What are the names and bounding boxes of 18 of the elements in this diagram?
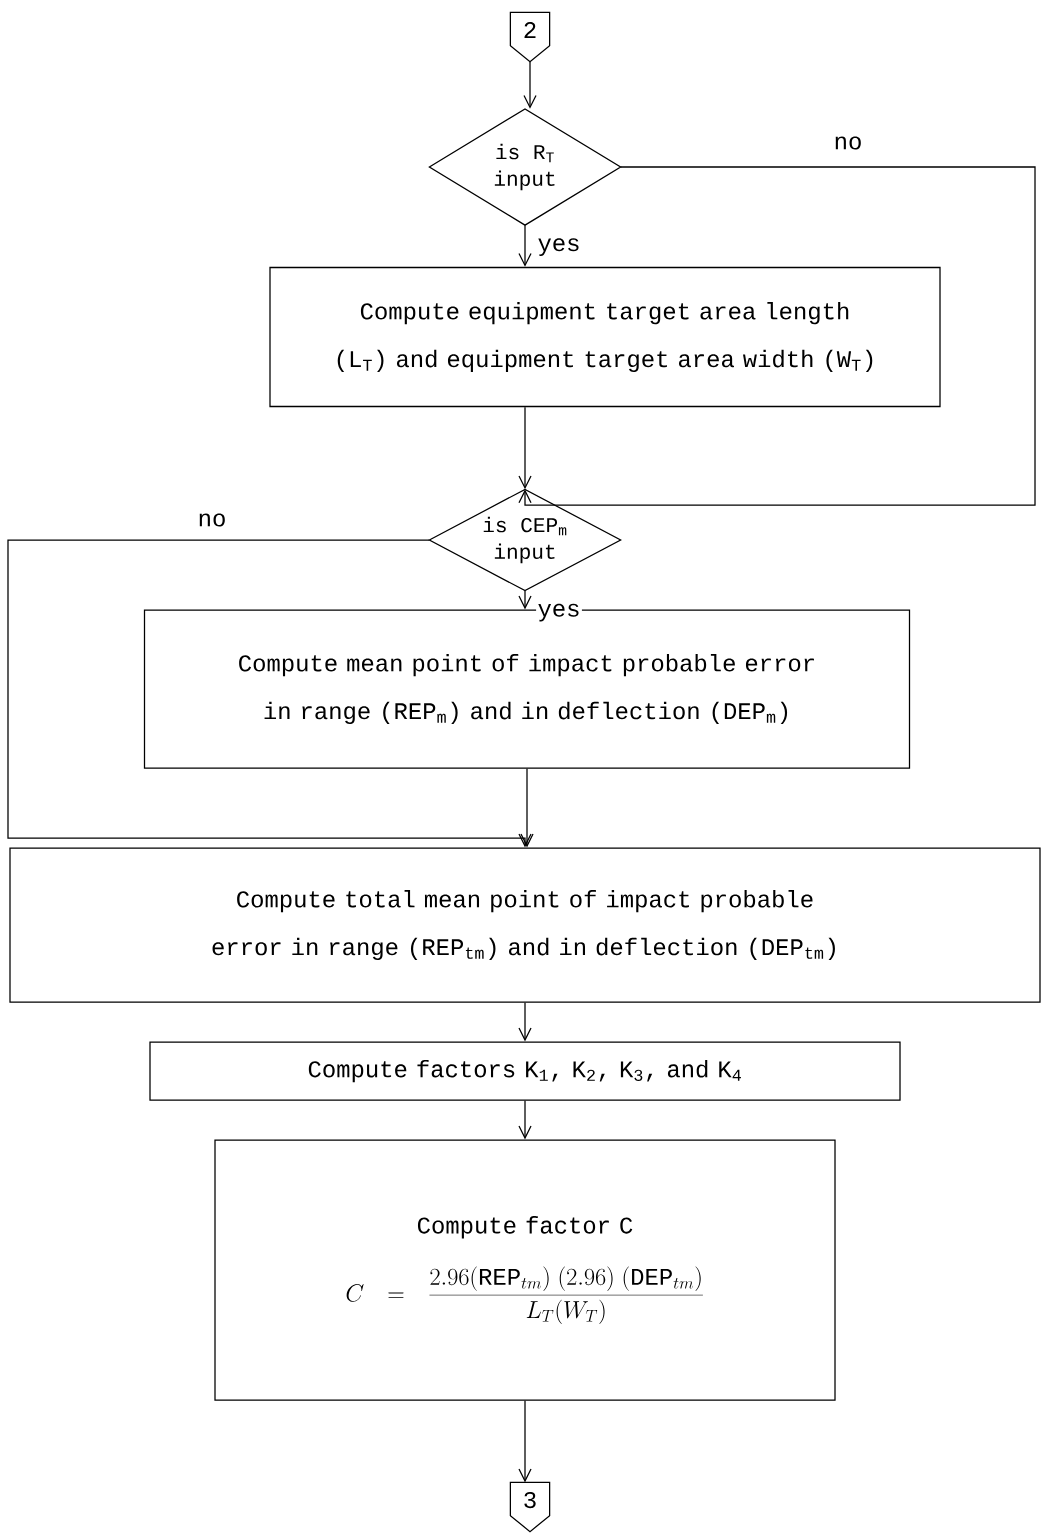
arrow <box>520 768 534 848</box>
process-box: Compute factor C $C = \frac{2.96(\mathrm{REP}_{tm})\;(2.96)\;(\mathrm{DEP}_{tm})}{L_T(W_T)}$ <box>214 1139 836 1401</box>
arrow <box>518 1100 532 1140</box>
arrow <box>518 1400 532 1483</box>
arrow <box>518 224 532 267</box>
edge-label: no <box>832 135 864 151</box>
arrow <box>518 166 1036 506</box>
arrow <box>523 61 537 109</box>
process-box: Compute total mean point of impact probable error in range (REP$_{tm}$) and in deflection (DEP$_{tm}$) <box>9 847 1041 1003</box>
arrow <box>518 1002 532 1042</box>
edge-label: yes <box>536 602 582 623</box>
arrow <box>518 406 532 490</box>
arrow <box>518 590 532 610</box>
edge-label: yes <box>536 236 582 258</box>
arrow <box>7 539 532 848</box>
process-box: Compute factors K$_{1}$, K$_{2}$, K$_{3}$, and K$_{4}$ <box>149 1041 901 1101</box>
edge-label: no <box>196 512 228 528</box>
process-box: Compute equipment target area length (L$_{T}$) and equipment target area width (W$_{T}$) <box>269 266 941 408</box>
